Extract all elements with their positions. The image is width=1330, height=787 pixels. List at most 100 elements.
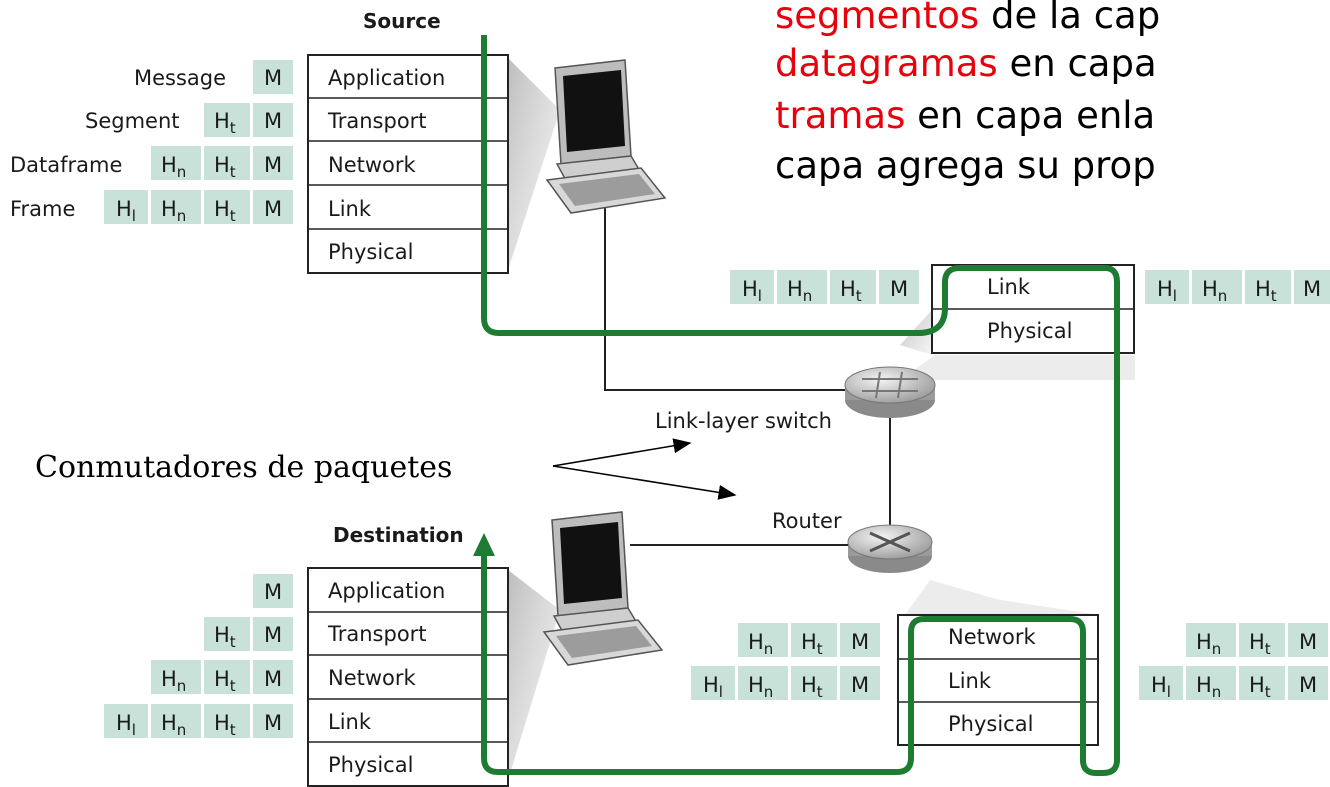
pdu-label-segment: Segment xyxy=(85,109,180,133)
svg-text:Ht: Ht xyxy=(214,109,236,137)
header-cell-m: M xyxy=(253,704,293,738)
header-cell-m: M xyxy=(253,190,293,224)
svg-text:M: M xyxy=(851,673,869,697)
header-cell-hl: Hl xyxy=(104,704,148,739)
switch-icon xyxy=(844,366,936,418)
switch-out-headers: Hl Hn Ht M xyxy=(1145,270,1330,305)
router-cone xyxy=(905,580,1100,615)
svg-text:M: M xyxy=(1299,673,1317,697)
header-cell-hl: Hl xyxy=(730,270,774,305)
header-cell-ht: Ht xyxy=(204,146,250,181)
svg-text:Hl: Hl xyxy=(1151,673,1171,701)
destination-layer-network: Network xyxy=(328,666,417,690)
svg-text:Hn: Hn xyxy=(161,197,186,225)
header-cell-ht: Ht xyxy=(1239,623,1285,658)
header-cell-ht: Ht xyxy=(204,190,250,225)
header-cell-m: M xyxy=(1294,270,1330,304)
svg-text:M: M xyxy=(1303,277,1321,301)
svg-text:M: M xyxy=(264,711,282,735)
svg-text:Ht: Ht xyxy=(1249,673,1271,701)
svg-text:M: M xyxy=(264,623,282,647)
svg-text:Hl: Hl xyxy=(1157,277,1177,305)
router-layer-network: Network xyxy=(948,625,1037,649)
annotation-arrows xyxy=(552,438,737,500)
title-line-1: segmentos de la cap xyxy=(775,0,1160,37)
source-stack: Source Application Transport Network Lin… xyxy=(307,9,509,274)
source-to-switch-line xyxy=(604,200,848,391)
router-layer-physical: Physical xyxy=(948,712,1033,736)
svg-text:M: M xyxy=(1299,630,1317,654)
router-label: Router xyxy=(772,509,842,533)
destination-layer-transport: Transport xyxy=(327,622,427,646)
data-flow-arrowhead xyxy=(473,533,495,556)
header-cell-m: M xyxy=(253,617,293,651)
header-cell-m: M xyxy=(1288,623,1328,657)
header-cell-m: M xyxy=(1288,666,1328,700)
destination-stack: Destination Application Transport Networ… xyxy=(307,523,509,787)
header-cell-ht: Ht xyxy=(791,623,837,658)
svg-text:Hn: Hn xyxy=(161,711,186,739)
svg-text:M: M xyxy=(851,630,869,654)
svg-text:Hl: Hl xyxy=(116,197,136,225)
switch-layer-link: Link xyxy=(987,275,1031,299)
title-line-2: datagramas en capa xyxy=(775,42,1157,85)
header-cell-ht: Ht xyxy=(1245,270,1291,305)
router-out-headers: Hn Ht M Hl Hn Ht M xyxy=(1139,623,1328,701)
svg-text:M: M xyxy=(264,667,282,691)
svg-text:Ht: Ht xyxy=(214,711,236,739)
svg-text:M: M xyxy=(264,109,282,133)
header-cell-hl: Hl xyxy=(691,666,735,701)
svg-text:Ht: Ht xyxy=(1255,277,1277,305)
header-cell-m: M xyxy=(840,623,880,657)
title-line-3: tramas en capa enla xyxy=(775,94,1155,137)
router-icon xyxy=(847,524,933,573)
header-cell-m: M xyxy=(253,574,293,608)
header-cell-m: M xyxy=(253,60,293,94)
svg-text:Ht: Ht xyxy=(214,197,236,225)
router-layer-link: Link xyxy=(948,669,992,693)
switch-stack: Link Physical xyxy=(931,264,1135,354)
source-layer-network: Network xyxy=(328,153,417,177)
destination-headers: M Ht M Hn Ht M Hl Hn Ht M xyxy=(104,574,293,739)
pdu-label-frame: Frame xyxy=(10,197,75,221)
source-layer-physical: Physical xyxy=(328,240,413,264)
header-cell-hl: Hl xyxy=(1139,666,1183,701)
source-headers: M Ht M Hn Ht M Hl Hn Ht M xyxy=(104,60,293,225)
svg-text:Hn: Hn xyxy=(787,277,812,305)
svg-text:M: M xyxy=(264,153,282,177)
header-cell-ht: Ht xyxy=(204,660,250,695)
header-cell-hn: Hn xyxy=(151,704,201,739)
switch-cone xyxy=(900,355,1135,380)
destination-layer-application: Application xyxy=(328,579,445,603)
svg-text:M: M xyxy=(264,66,282,90)
header-cell-hn: Hn xyxy=(151,190,201,225)
header-cell-hn: Hn xyxy=(777,270,827,305)
svg-text:Hn: Hn xyxy=(1196,630,1221,658)
destination-layer-physical: Physical xyxy=(328,753,413,777)
router-stack: Network Link Physical xyxy=(897,614,1099,746)
data-flow-path xyxy=(481,35,1120,776)
svg-text:Ht: Ht xyxy=(214,623,236,651)
packet-switches-label: Conmutadores de paquetes xyxy=(35,450,452,485)
svg-text:Hl: Hl xyxy=(116,711,136,739)
header-cell-hn: Hn xyxy=(151,660,201,695)
destination-layer-link: Link xyxy=(328,710,372,734)
source-layer-application: Application xyxy=(328,66,445,90)
source-layer-transport: Transport xyxy=(327,109,427,133)
svg-text:Ht: Ht xyxy=(214,667,236,695)
svg-text:Ht: Ht xyxy=(801,673,823,701)
switch-layer-physical: Physical xyxy=(987,319,1072,343)
svg-text:Hl: Hl xyxy=(742,277,762,305)
header-cell-m: M xyxy=(879,270,919,304)
header-cell-ht: Ht xyxy=(204,617,250,651)
destination-stack-shadow xyxy=(508,570,560,780)
svg-text:Hn: Hn xyxy=(748,630,773,658)
svg-text:M: M xyxy=(264,197,282,221)
title-line-4: capa agrega su prop xyxy=(775,144,1156,187)
pdu-label-message: Message xyxy=(134,66,226,90)
destination-label: Destination xyxy=(333,523,464,547)
svg-text:M: M xyxy=(264,580,282,604)
svg-text:Hn: Hn xyxy=(161,153,186,181)
computer-icon xyxy=(545,59,667,214)
header-cell-hn: Hn xyxy=(738,666,788,701)
